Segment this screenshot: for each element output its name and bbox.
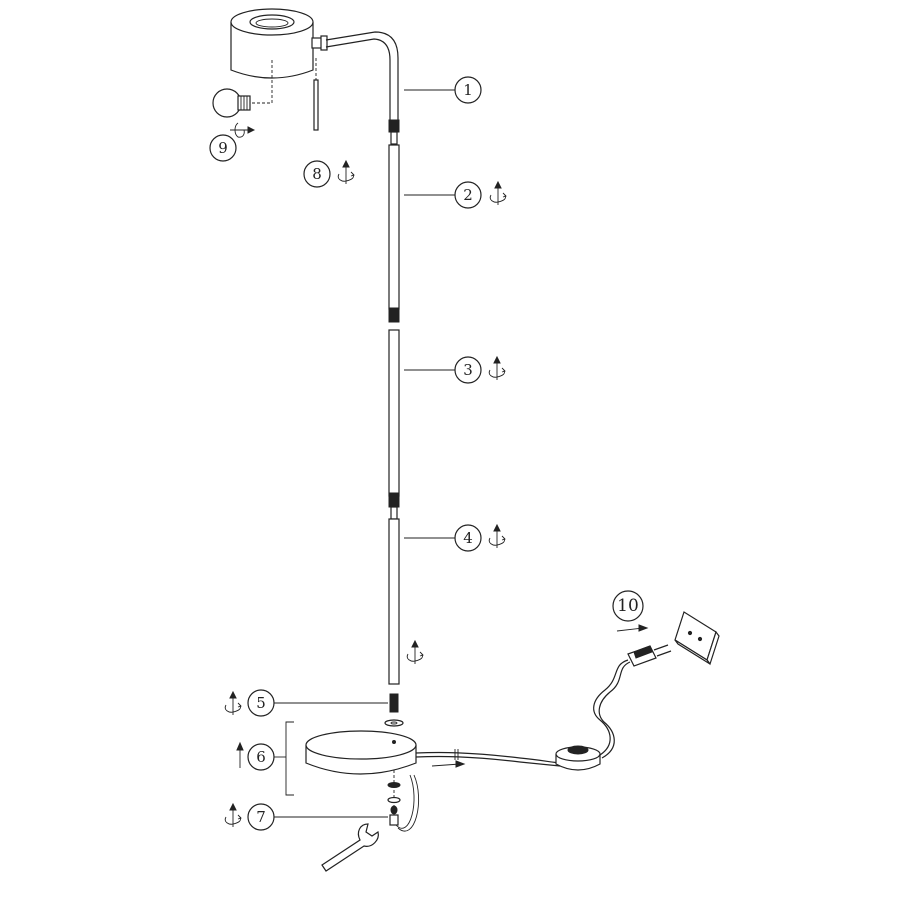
tube-part-4 bbox=[388, 506, 400, 685]
nut-washer-part-7 bbox=[387, 770, 420, 832]
threaded-rod-part-5 bbox=[384, 693, 404, 727]
leader-lines bbox=[274, 89, 455, 818]
callout-10-label: 10 bbox=[617, 596, 639, 616]
callout-1-label: 1 bbox=[463, 81, 473, 99]
callout-9-label: 9 bbox=[218, 139, 228, 157]
rod-part-8 bbox=[313, 58, 319, 131]
wall-socket-icon bbox=[674, 611, 720, 666]
callout-8-label: 8 bbox=[312, 165, 322, 183]
callout-4-label: 4 bbox=[463, 529, 473, 547]
callout-3: 3 bbox=[454, 356, 482, 384]
callout-4: 4 bbox=[454, 524, 482, 552]
power-plug-icon bbox=[627, 644, 672, 667]
callout-3-label: 3 bbox=[463, 361, 473, 379]
callout-5-label: 5 bbox=[256, 694, 266, 712]
direction-arrow-icon bbox=[236, 624, 649, 768]
wrench-icon bbox=[321, 823, 379, 872]
foot-switch-icon bbox=[555, 659, 631, 771]
callout-7-label: 7 bbox=[256, 808, 266, 826]
callout-8: 8 bbox=[303, 160, 331, 188]
light-bulb-icon bbox=[212, 58, 273, 118]
callout-9: 9 bbox=[209, 134, 237, 162]
callout-6: 6 bbox=[247, 743, 275, 771]
callout-2-label: 2 bbox=[463, 186, 473, 204]
rotate-screw-icon bbox=[224, 122, 507, 828]
callout-1: 1 bbox=[454, 76, 482, 104]
base-disk-part-6 bbox=[305, 730, 561, 775]
tube-part-3 bbox=[388, 329, 400, 508]
lamp-head-cylinder bbox=[230, 8, 328, 79]
tube-part-2 bbox=[388, 144, 400, 323]
callout-6-label: 6 bbox=[256, 748, 266, 766]
callout-10: 10 bbox=[612, 590, 644, 622]
arm-tube-part-1 bbox=[325, 31, 400, 145]
callout-5: 5 bbox=[247, 689, 275, 717]
callout-2: 2 bbox=[454, 181, 482, 209]
callout-7: 7 bbox=[247, 803, 275, 831]
